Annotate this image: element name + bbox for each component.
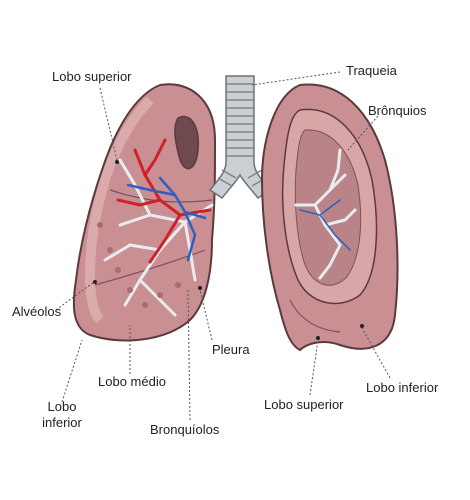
label-lobo-superior-left: Lobo superior [52, 69, 132, 84]
label-bronquiolos: Bronquíolos [150, 422, 220, 437]
left-veins [126, 176, 207, 262]
alveoli-cluster [97, 222, 181, 308]
label-bronquios: Brônquios [368, 103, 427, 118]
label-lobo-medio: Lobo médio [98, 374, 166, 389]
label-lobo-inferior-left: Lobo inferior [32, 399, 92, 431]
label-pleura: Pleura [212, 342, 250, 357]
label-lobo-inferior-left-line1: Lobo [47, 399, 77, 414]
label-lobo-superior-right: Lobo superior [264, 397, 344, 412]
trachea [208, 75, 272, 200]
cavity-inner [294, 129, 362, 286]
label-traqueia: Traqueia [346, 63, 397, 78]
label-alveolos: Alvéolos [12, 304, 62, 319]
label-lobo-inferior-left-line2: inferior [42, 415, 82, 430]
label-lobo-inferior-right: Lobo inferior [366, 380, 439, 395]
right-lung [260, 83, 399, 352]
right-veins [299, 199, 351, 251]
right-bronchi [294, 148, 357, 280]
leader-lines [55, 71, 391, 421]
left-lung [72, 83, 217, 342]
